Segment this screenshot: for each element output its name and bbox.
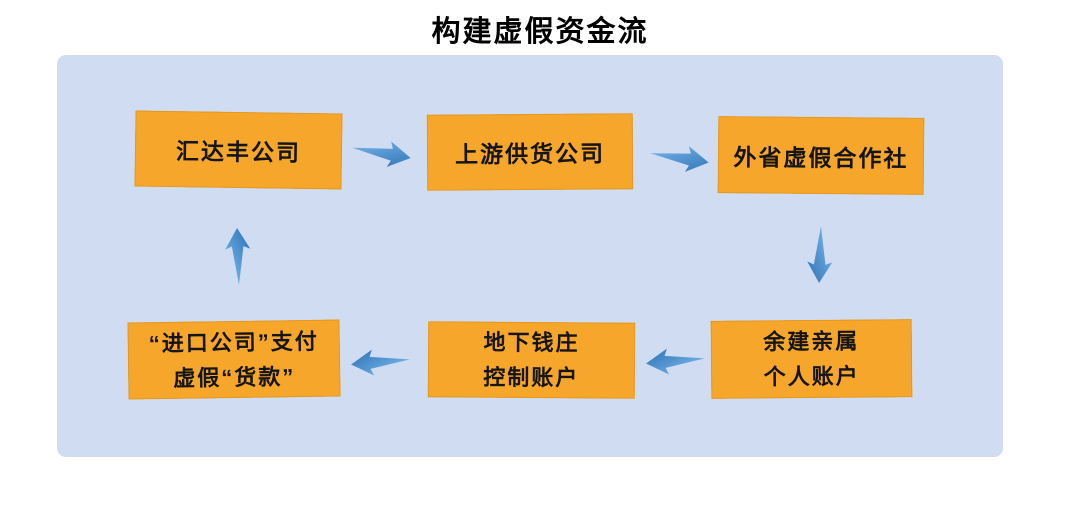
node-underground-bank-accounts: 地下钱庄 控制账户 [427, 321, 636, 399]
node-upstream-supplier: 上游供货公司 [426, 113, 634, 191]
node-label: 上游供货公司 [454, 140, 606, 168]
arrow-left-icon [349, 345, 411, 378]
node-label-line2: 个人账户 [763, 363, 860, 390]
node-relatives-personal-accounts: 余建亲属 个人账户 [710, 319, 913, 399]
node-label-line1: 地下钱庄 [483, 329, 580, 356]
node-label-line1: 余建亲属 [763, 328, 860, 355]
node-label: 汇达丰公司 [175, 138, 302, 166]
node-label-line2: 控制账户 [483, 364, 580, 391]
arrow-down-icon [805, 226, 835, 285]
arrow-up-icon [223, 227, 253, 286]
node-label-line2: 虚假“货款” [173, 363, 296, 391]
arrow-left-icon [644, 344, 706, 377]
node-label: 外省虚假合作社 [733, 143, 909, 172]
node-huidafeng-company: 汇达丰公司 [134, 110, 343, 190]
arrow-right-icon [648, 139, 712, 176]
node-outprovince-fake-coop: 外省虚假合作社 [717, 116, 925, 195]
diagram-title: 构建虚假资金流 [431, 16, 649, 48]
node-import-company-payment: “进口公司”支付 虚假“货款” [127, 319, 341, 400]
arrow-right-icon [350, 134, 414, 172]
node-label-line1: “进口公司”支付 [148, 328, 319, 356]
